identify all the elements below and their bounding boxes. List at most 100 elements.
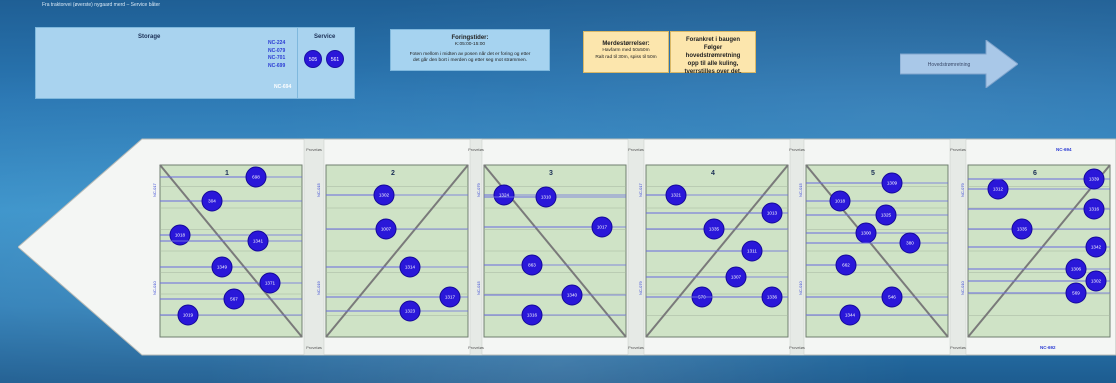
current-direction-arrow-icon [899, 39, 1019, 89]
net-circle-label: 1321 [671, 193, 682, 198]
net-circle-label: 1316 [527, 313, 538, 318]
service-title: Service [314, 34, 336, 40]
side-nc-label: NC-010 [152, 280, 157, 295]
pontoon-label: Proveløs [306, 345, 322, 350]
net-circle-label: 380 [906, 241, 914, 246]
header-text: Fra traktorvei (øverste) nygaard merd – … [42, 2, 161, 8]
current-direction-label: Hovedstrømretning [927, 62, 971, 68]
pontoon-label: Proveløs [628, 147, 644, 152]
net-circle-label: 1336 [767, 295, 778, 300]
net-circle[interactable] [439, 286, 461, 308]
net-circle[interactable] [493, 184, 515, 206]
storage-nc-item: NC-699 [268, 62, 286, 69]
feeding-times-box: Foringstider: K:05:00-15:00 Foten mellom… [390, 29, 550, 71]
net-circle-label: 1325 [881, 213, 892, 218]
net-circle[interactable] [881, 286, 903, 308]
net-circle-label: 1340 [567, 293, 578, 298]
pen-diagonal [805, 164, 949, 338]
side-nc-label: NC-079 [960, 182, 965, 197]
net-circle-label: 1310 [541, 195, 552, 200]
net-circle[interactable] [521, 254, 543, 276]
net-circle-label: 546 [888, 295, 896, 300]
pen-size-line: Ralt rad til 30m, spiss til 50m [595, 54, 657, 60]
net-circle-label: 1344 [845, 313, 856, 318]
net-circle-label: 662 [842, 263, 850, 268]
net-circle[interactable] [373, 184, 395, 206]
net-circle[interactable] [399, 256, 421, 278]
net-circle[interactable] [375, 218, 397, 240]
side-nc-label: NC-017 [152, 182, 157, 197]
net-circle-label: 1314 [405, 265, 416, 270]
net-circle[interactable] [1083, 198, 1105, 220]
net-circle[interactable] [1011, 218, 1033, 240]
net-circle[interactable] [899, 232, 921, 254]
net-circle[interactable] [247, 230, 269, 252]
side-nc-label: NC-019 [316, 280, 321, 295]
side-nc-label: NC-079 [638, 280, 643, 295]
feeding-desc-line: det går den bort i merden og etter seg m… [412, 58, 528, 63]
nc-top-label: NC-694 [1056, 147, 1072, 152]
net-circle[interactable] [703, 218, 725, 240]
net-circle[interactable] [201, 190, 223, 212]
pen-number: 2 [391, 170, 395, 177]
net-circle[interactable] [259, 272, 281, 294]
net-circle[interactable] [521, 304, 543, 326]
net-circle[interactable] [881, 172, 903, 194]
pen-number: 5 [871, 170, 875, 177]
service-net-circle[interactable]: 561 [326, 50, 344, 68]
net-circle[interactable] [245, 166, 267, 188]
service-net-circle[interactable]: 505 [304, 50, 322, 68]
pontoon [627, 138, 645, 356]
pontoon [949, 138, 967, 356]
net-circle[interactable] [761, 202, 783, 224]
pen-number: 1 [225, 170, 229, 177]
net-circle-label: 1306 [1071, 267, 1082, 272]
net-circle[interactable] [1085, 236, 1107, 258]
net-circle[interactable] [829, 190, 851, 212]
net-circle-label: 1007 [381, 227, 392, 232]
pontoon-label: Proveløs [950, 345, 966, 350]
net-circle-label: 1017 [597, 225, 608, 230]
net-circle[interactable] [169, 224, 191, 246]
storage-nc-bottom: NC-694 [274, 84, 292, 90]
feeding-times-value: K:05:00-15:00 [454, 42, 486, 47]
net-circle-label: 1312 [993, 187, 1004, 192]
net-circle[interactable] [835, 254, 857, 276]
net-circle-label: 1342 [1091, 245, 1102, 250]
pen-number: 4 [711, 170, 715, 177]
net-circle[interactable] [591, 216, 613, 238]
net-circle[interactable] [211, 256, 233, 278]
side-nc-label: NC-010 [960, 280, 965, 295]
pontoon [303, 138, 325, 356]
pontoon-label: Proveløs [789, 147, 805, 152]
net-circle[interactable] [1085, 270, 1107, 292]
net-circle[interactable] [725, 266, 747, 288]
net-circle[interactable] [761, 286, 783, 308]
net-circle[interactable] [875, 204, 897, 226]
net-circle[interactable] [1065, 258, 1087, 280]
net-circle[interactable] [561, 284, 583, 306]
storage-nc-item: NC-701 [268, 55, 286, 61]
net-circle[interactable] [177, 304, 199, 326]
net-circle[interactable] [1065, 282, 1087, 304]
net-circle[interactable] [839, 304, 861, 326]
nc-bottom-label: NC-692 [1040, 345, 1056, 350]
net-circle-label: 698 [252, 175, 260, 180]
net-circle[interactable] [741, 240, 763, 262]
pontoon [469, 138, 483, 356]
net-circle[interactable] [1083, 168, 1105, 190]
net-circle[interactable] [535, 186, 557, 208]
storage-nc-list: NC-224 NC-079 NC-701 NC-699 [268, 40, 292, 70]
net-circle-label: 1341 [253, 239, 264, 244]
net-circle[interactable] [223, 288, 245, 310]
net-circle[interactable] [665, 184, 687, 206]
storage-panel: Storage Service NC-224 NC-079 NC-701 NC-… [35, 27, 355, 99]
net-circle[interactable] [399, 300, 421, 322]
net-circle-label: 1371 [265, 281, 276, 286]
